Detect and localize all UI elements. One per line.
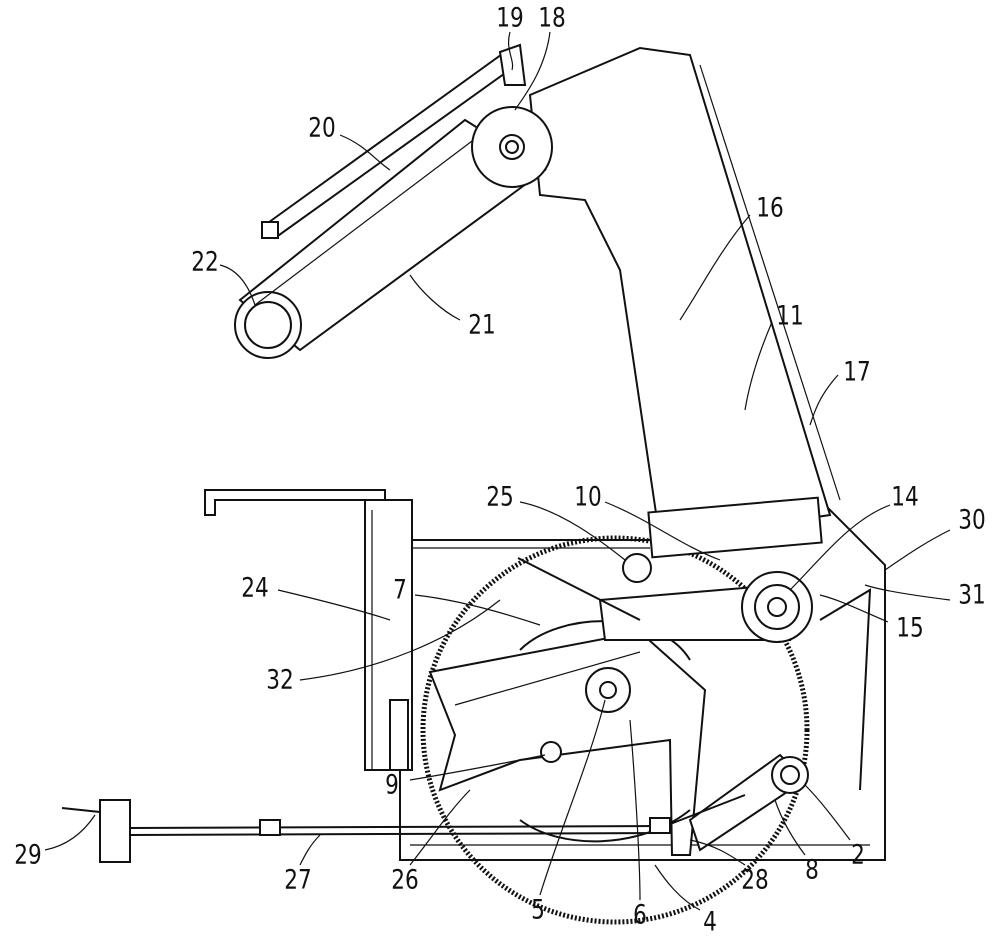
label-22: 22 [191, 246, 219, 278]
leader-lines [44, 31, 951, 911]
pivot-2 [771, 756, 809, 794]
label-11: 11 [776, 300, 804, 332]
frame [204, 489, 886, 861]
rod-27 [129, 825, 661, 829]
label-14: 14 [891, 481, 919, 513]
label-2: 2 [851, 839, 865, 871]
label-26: 26 [391, 864, 419, 896]
label-25: 25 [486, 481, 514, 513]
label-17: 17 [843, 356, 871, 388]
label-28: 28 [741, 864, 769, 896]
hub-5 [585, 667, 631, 713]
label-20: 20 [308, 112, 336, 144]
label-24: 24 [241, 572, 269, 604]
label-10: 10 [574, 481, 602, 513]
label-8: 8 [805, 854, 819, 886]
label-21: 21 [468, 309, 496, 341]
label-6: 6 [633, 899, 647, 931]
hub-14 [741, 571, 813, 643]
label-29: 29 [14, 839, 42, 871]
label-16: 16 [756, 192, 784, 224]
label-27: 27 [284, 864, 312, 896]
label-9: 9 [385, 769, 399, 801]
label-4: 4 [703, 906, 717, 938]
lever-7 [428, 630, 707, 856]
gear-4 [420, 535, 810, 925]
bracket-29 [99, 799, 131, 863]
label-18: 18 [538, 2, 566, 34]
rod-32 [517, 557, 641, 621]
boom-11 [528, 46, 832, 542]
label-5: 5 [531, 894, 545, 926]
pin-9 [540, 741, 562, 763]
pivot-18 [471, 106, 553, 188]
label-31: 31 [958, 579, 986, 611]
label-30: 30 [958, 504, 986, 536]
label-15: 15 [896, 612, 924, 644]
label-19: 19 [496, 2, 524, 34]
label-32: 32 [266, 664, 294, 696]
pivot-25 [622, 553, 652, 583]
label-7: 7 [393, 574, 407, 606]
